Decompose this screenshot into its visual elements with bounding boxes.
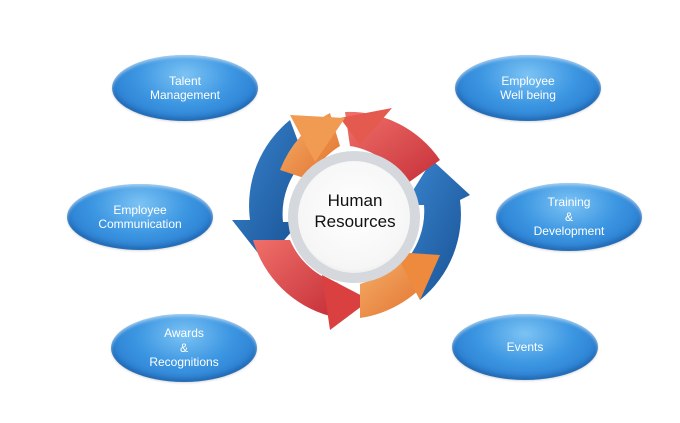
node-talent-management[interactable]: Talent Management — [112, 55, 258, 121]
node-awards-recognitions[interactable]: Awards & Recognitions — [111, 314, 257, 382]
node-label: Awards & Recognitions — [149, 326, 219, 370]
node-training-development[interactable]: Training & Development — [496, 183, 642, 251]
center-hub — [298, 161, 410, 273]
node-label: Employee Communication — [98, 202, 182, 232]
cycle-arrow-blue-left — [232, 120, 305, 262]
node-label: Events — [506, 339, 544, 354]
node-label: Training & Development — [533, 195, 605, 239]
cycle-arrow-red-bottom — [253, 240, 338, 316]
cycle-arrow-orange-top-head — [290, 115, 345, 162]
cycle-arrow-red-top-head — [340, 108, 392, 145]
node-employee-communication[interactable]: Employee Communication — [67, 184, 213, 250]
center-label: Human Resources — [314, 191, 396, 231]
cycle-arrow-red-bottom-head — [322, 275, 370, 330]
cycle-arrow-orange-bottom-head — [395, 252, 440, 300]
node-events[interactable]: Events — [452, 314, 598, 380]
node-employee-well-being[interactable]: Employee Well being — [455, 55, 601, 121]
node-label: Talent Management — [149, 73, 221, 103]
node-label: Employee Well being — [500, 73, 556, 103]
